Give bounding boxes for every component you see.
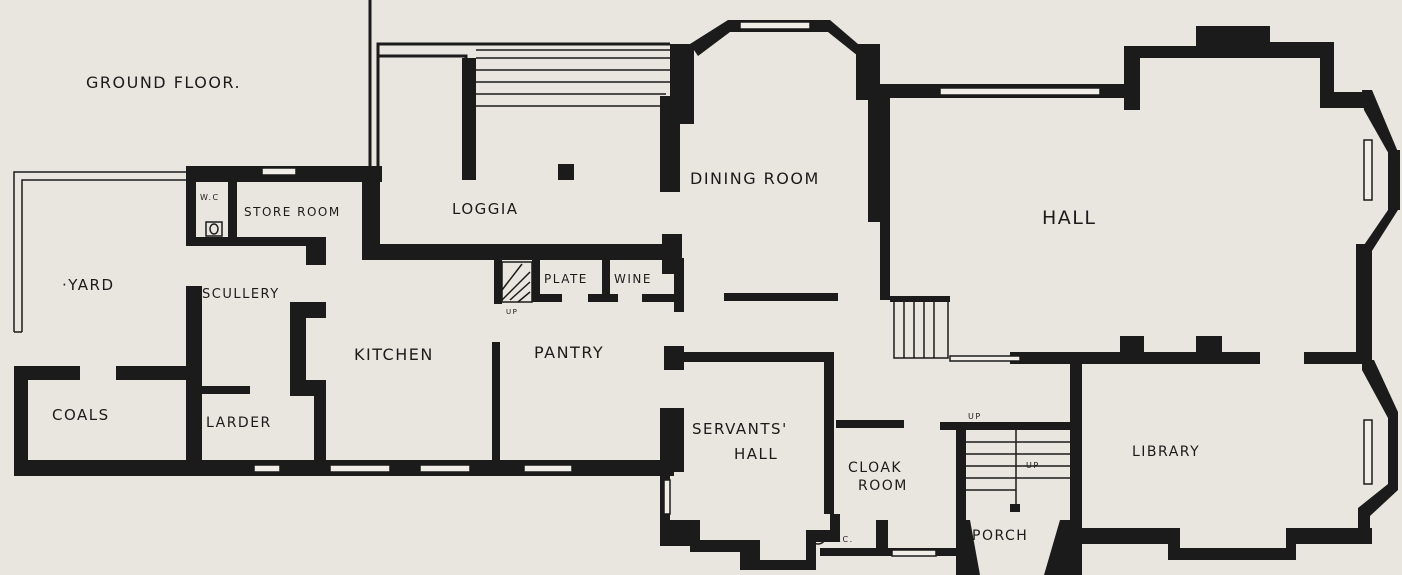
scullery-west-wall — [186, 286, 202, 470]
hall-north-window — [939, 87, 1101, 96]
porch-north-wall — [940, 422, 1076, 430]
kitchen-window-2 — [419, 464, 471, 473]
dining-hall-wall-lower — [880, 220, 890, 300]
loggia-bottom-wall — [362, 244, 682, 260]
dining-west-wall-upper — [670, 44, 694, 124]
wc-upper-fixture — [205, 221, 223, 237]
wine-door-jamb — [588, 294, 618, 302]
yard-boundary-wall — [13, 171, 188, 332]
porch-west-wall — [956, 422, 966, 522]
room-label-store-room: STORE ROOM — [244, 205, 341, 219]
kitchen-west-wall — [290, 302, 326, 460]
pantry-window — [523, 464, 573, 473]
loggia-outline — [368, 0, 670, 168]
hall-bay-east — [1388, 150, 1400, 210]
coals-north-wall-right — [116, 366, 196, 380]
library-bay-window — [1363, 419, 1373, 485]
dining-hall-wall — [868, 86, 890, 222]
room-label-coals: COALS — [52, 406, 110, 424]
library-bay-wall — [1358, 360, 1398, 528]
room-label-servants-hall-line1: SERVANTS' — [692, 420, 788, 438]
stair-label-up-porch-2: UP — [1026, 461, 1040, 470]
porch-stair — [966, 424, 1070, 510]
dining-bay-wall — [690, 20, 858, 56]
room-label-wc-upper: W.C — [200, 193, 220, 202]
wc-upper-bowl — [209, 223, 219, 235]
room-label-yard: ·YARD — [62, 276, 115, 294]
hall-stair-window — [949, 355, 1021, 362]
loggia-post — [558, 164, 574, 180]
room-label-loggia: LOGGIA — [452, 200, 519, 218]
wc-left-wall — [186, 166, 196, 244]
porch-sw-wall — [956, 520, 980, 575]
dining-south-partition — [724, 293, 838, 301]
kitchen-loggia-wall — [362, 166, 380, 260]
hall-bay-ne — [1362, 90, 1398, 156]
servants-south-wall — [660, 514, 840, 570]
dining-bay-window — [739, 21, 811, 30]
room-label-porch: PORCH — [972, 528, 1028, 544]
plan-title: GROUND FLOOR. — [86, 73, 241, 92]
room-label-plate: PLATE — [544, 272, 588, 286]
coals-west-wall — [14, 366, 28, 470]
room-label-hall: HALL — [1042, 207, 1096, 229]
labels: GROUND FLOOR. ·YARD W.C STORE ROOM LOGGI… — [52, 73, 1200, 544]
kitchen-pantry-wall — [492, 342, 500, 462]
servants-north-wall — [664, 352, 834, 362]
room-label-pantry: PANTRY — [534, 343, 604, 362]
hall-north-bay — [1124, 26, 1368, 110]
loggia-pier — [462, 58, 476, 180]
fixtures — [205, 221, 826, 545]
cloak-north-wall — [836, 420, 904, 428]
room-label-cloak-room-line1: CLOAK — [848, 460, 902, 476]
store-room-bottom-wall — [186, 237, 326, 246]
larder-window — [253, 464, 281, 473]
room-label-wc-lower: W.C. — [830, 535, 854, 544]
wine-left-wall — [602, 258, 610, 302]
kitchen-window — [329, 464, 391, 473]
wine-right-wall — [674, 258, 684, 312]
room-label-larder: LARDER — [206, 415, 272, 431]
hall-bay-window — [1363, 139, 1373, 201]
room-label-kitchen: KITCHEN — [354, 345, 434, 364]
hall-east-wall — [1356, 244, 1372, 360]
room-label-scullery: SCULLERY — [202, 287, 280, 302]
back-stair — [501, 261, 533, 303]
room-label-dining-room: DINING ROOM — [690, 169, 820, 188]
hall-stair — [893, 299, 949, 359]
stair-left-wall — [494, 258, 502, 304]
wine-door-jamb-right — [642, 294, 676, 302]
wc-right-wall — [228, 166, 237, 244]
hall-pier-2 — [1196, 336, 1222, 356]
coals-north-wall-left — [14, 366, 80, 380]
store-room-window — [261, 167, 297, 176]
stair-label-up-back: UP — [506, 308, 518, 316]
stair-label-up-porch-1: UP — [968, 412, 982, 421]
hall-library-wall-east — [1304, 352, 1372, 364]
room-label-servants-hall-line2: HALL — [734, 445, 778, 463]
windows — [253, 21, 1373, 557]
servants-west-window — [663, 479, 671, 515]
store-room-corner — [306, 237, 326, 265]
room-label-cloak-room-line2: ROOM — [858, 478, 908, 494]
newel-post — [1010, 504, 1020, 512]
hall-stair-top — [890, 296, 950, 302]
plate-door-jamb — [540, 294, 562, 302]
wc-lower-fixture — [810, 531, 826, 545]
porch-se-wall — [1044, 520, 1074, 575]
hall-bay-se — [1362, 210, 1398, 254]
room-label-wine: WINE — [614, 272, 652, 286]
hall-pier-1 — [1120, 336, 1144, 356]
plate-left-wall — [532, 258, 540, 302]
larder-north-wall — [196, 386, 250, 394]
servants-east-wall — [824, 352, 834, 514]
cloak-south-wall — [820, 520, 964, 556]
library-south-wall — [1076, 528, 1372, 560]
room-label-library: LIBRARY — [1132, 444, 1200, 460]
loggia-steps — [476, 49, 670, 107]
cloak-south-window — [891, 549, 937, 557]
